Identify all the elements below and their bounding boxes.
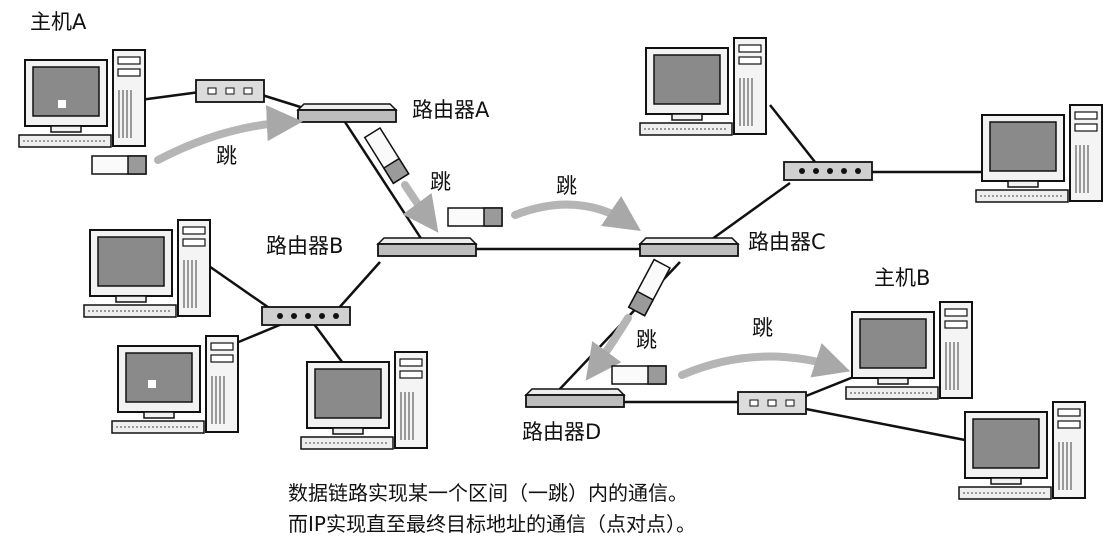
hop-label-4: 跳 [636,328,657,352]
packet-4 [628,258,671,317]
hop-arrow-4 [585,314,632,381]
computer-router-c-lan-right [975,104,1103,203]
router-d-label: 路由器D [522,420,602,444]
hop-label-3: 跳 [556,174,577,198]
router-c-label: 路由器C [748,230,826,254]
packet-1 [91,155,147,175]
computer-router-d-lan-lower [958,401,1086,500]
packet-2 [363,127,410,185]
host-b-computer [845,301,973,400]
hop-arrow-3 [511,196,641,232]
host-a-computer [18,49,146,148]
hop-label-5: 跳 [752,316,773,340]
computer-router-b-lan-upper [83,219,211,318]
caption-line-2: 而IP实现直至最终目标地址的通信（点对点）。 [288,512,696,536]
hop-arrow-1 [154,105,303,164]
hub-router-d [737,391,807,415]
router-b-device [377,237,477,257]
router-a-device [297,103,397,123]
host-a-label: 主机A [30,10,87,34]
switch-router-b [261,306,351,326]
router-d-device [525,388,625,408]
hop-arrows [154,105,851,381]
computer-router-c-lan-upper [639,37,767,136]
hop-arrow-2 [401,181,439,233]
caption-line-1: 数据链路实现某一个区间（一跳）内的通信。 [288,481,688,505]
packet-5 [611,365,667,385]
computer-router-b-lan-lower [111,335,239,434]
host-b-label: 主机B [874,266,931,290]
router-c-device [639,237,739,257]
hop-label-1: 跳 [216,144,237,168]
packet-3 [447,207,503,227]
computer-router-b-lan-right [300,351,428,450]
hop-label-2: 跳 [430,170,451,194]
hub-host-a [195,79,265,103]
switch-router-c [783,161,873,181]
router-a-label: 路由器A [412,98,490,122]
hop-arrow-5 [678,343,851,379]
router-b-label: 路由器B [266,234,344,258]
